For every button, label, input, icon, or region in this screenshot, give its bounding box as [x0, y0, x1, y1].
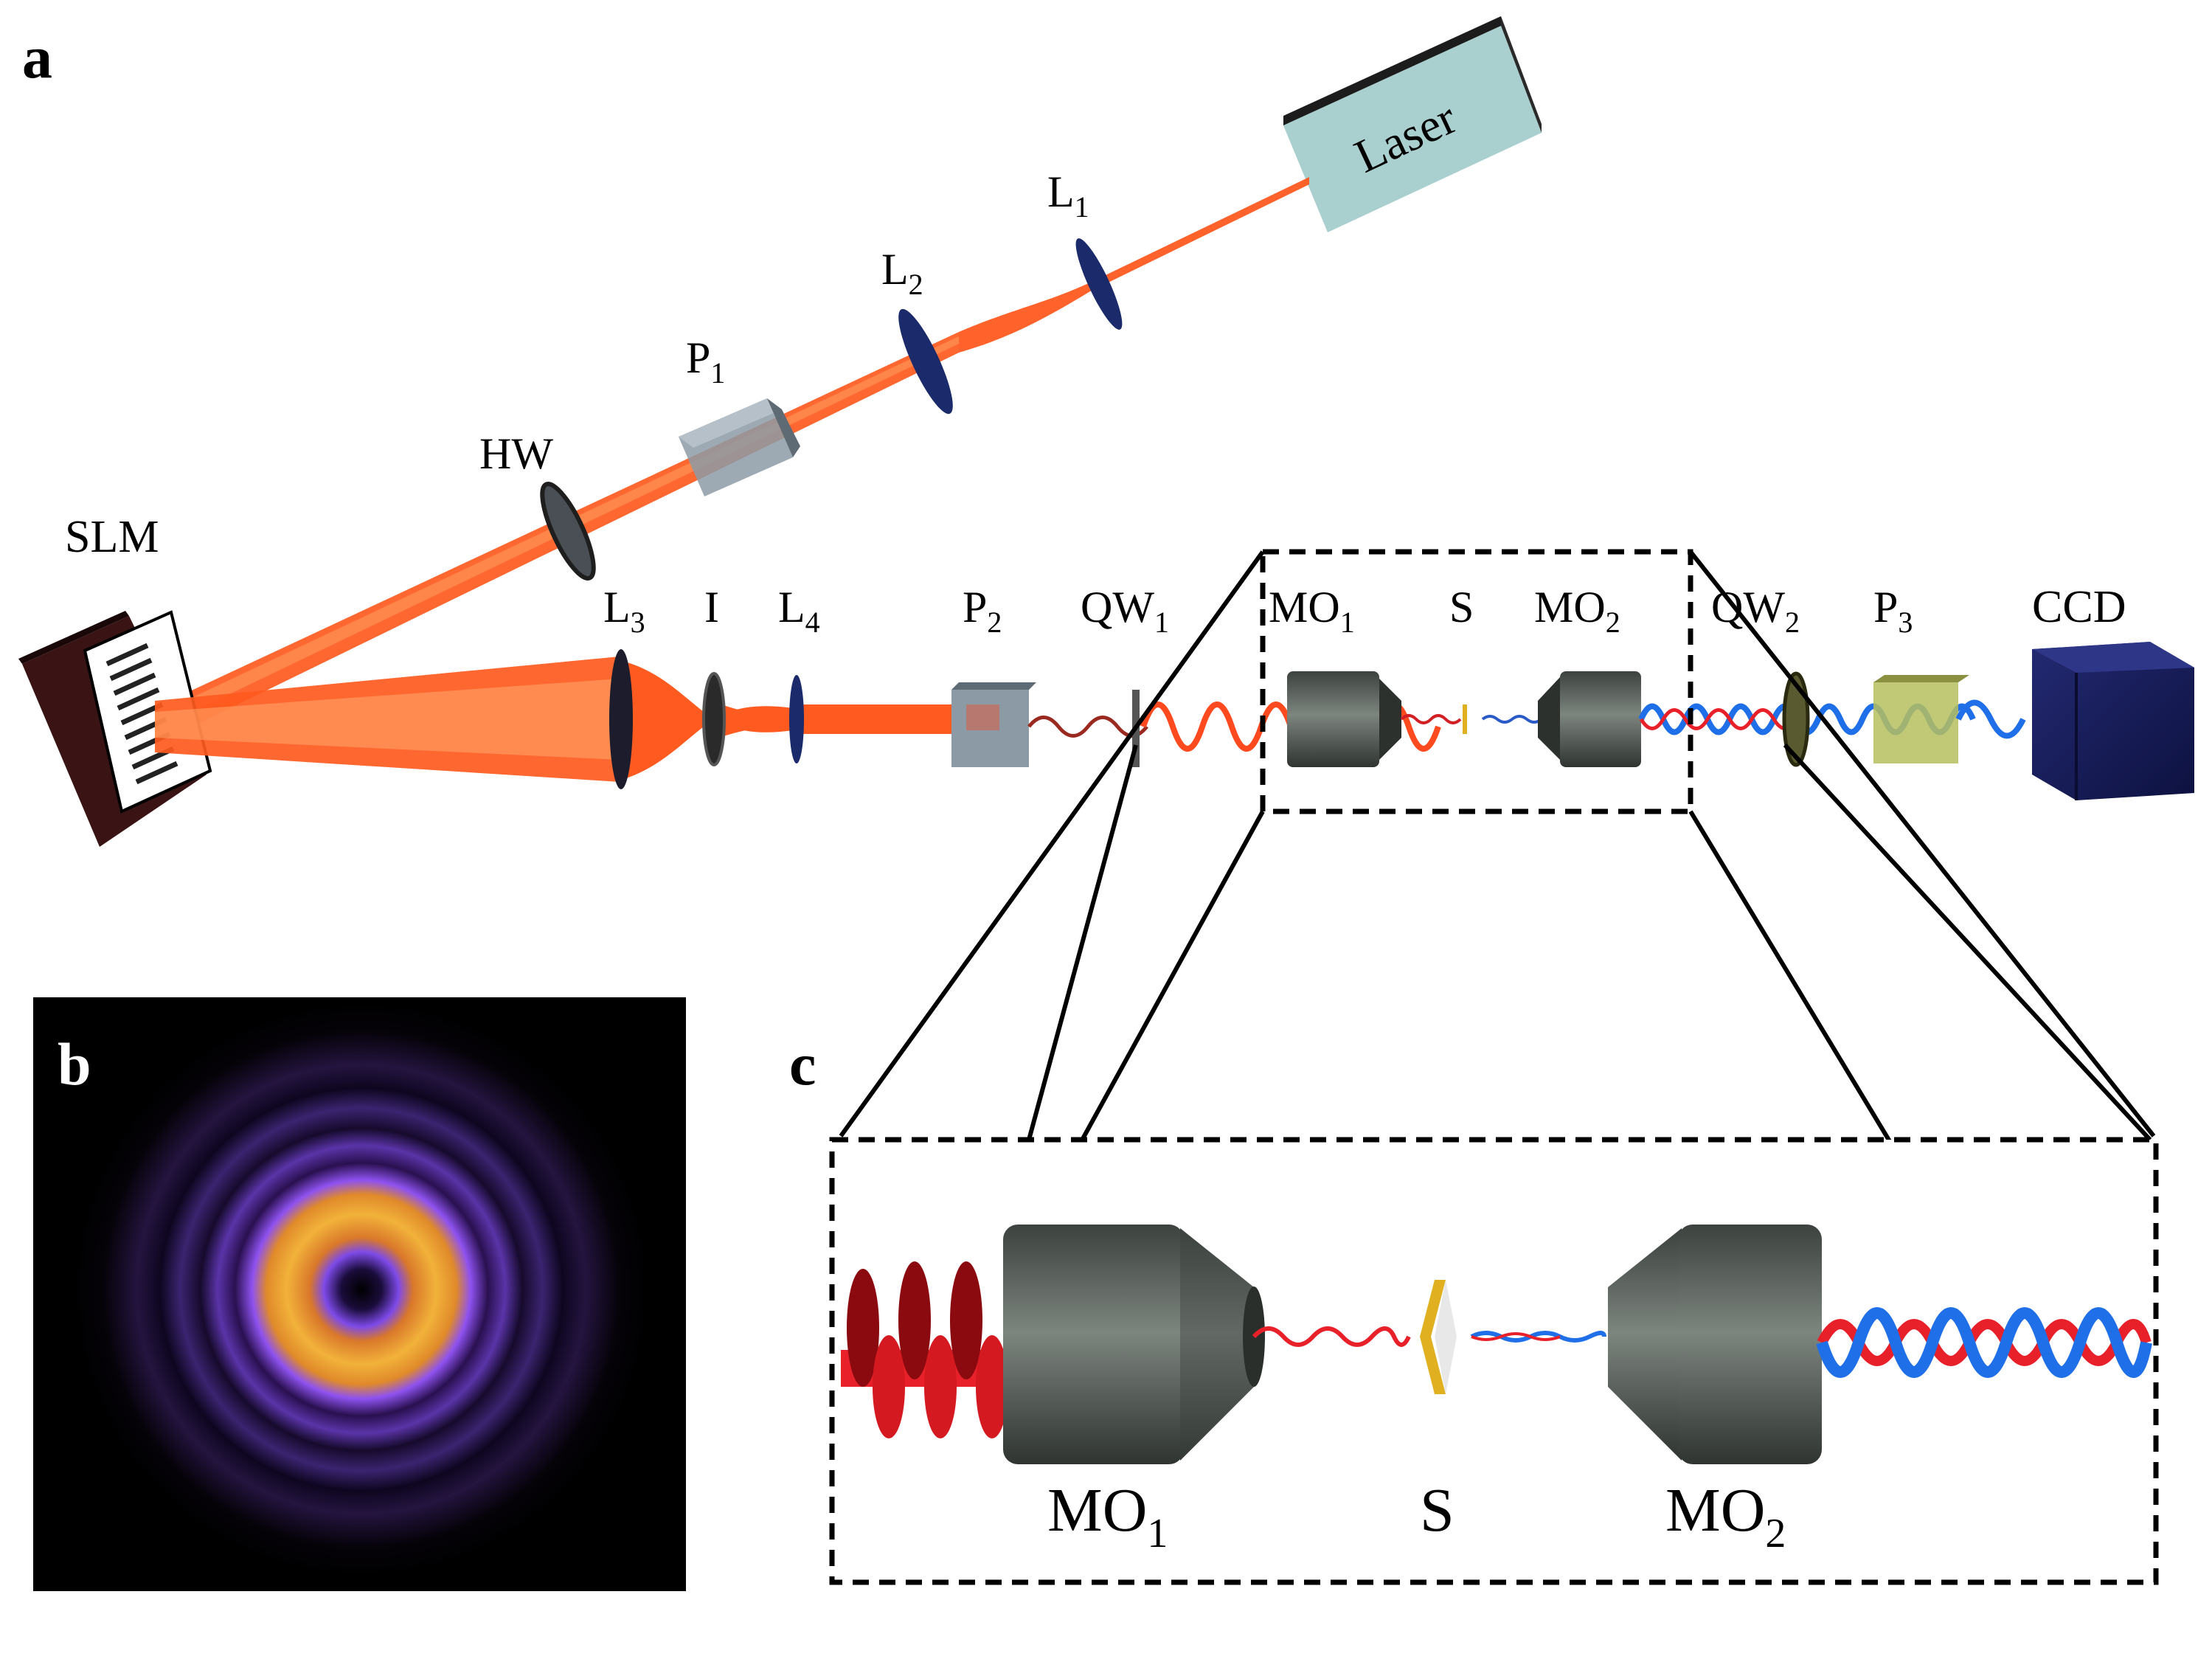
lens-l4-label: L4 — [778, 583, 820, 639]
ccd-camera — [2032, 642, 2194, 800]
polarizer-p1 — [679, 398, 800, 496]
zoom-region-box — [1260, 549, 1693, 814]
lens-l3 — [609, 649, 633, 789]
polarizer-p2-label: P2 — [963, 583, 1002, 639]
objective-mo2-detail — [1608, 1225, 1822, 1464]
wave-sample-to-mo2 — [1481, 715, 1543, 724]
objective-mo2 — [1538, 671, 1641, 767]
focused-wave-to-sample — [1252, 1326, 1411, 1347]
objective-mo1-detail-label: MO1 — [1047, 1476, 1168, 1556]
objective-mo1 — [1287, 671, 1401, 767]
sample-detail-label: S — [1420, 1476, 1455, 1545]
lens-l2-label: L2 — [881, 245, 923, 301]
sample — [1463, 704, 1467, 734]
output-red-wave — [1817, 1319, 2152, 1366]
panel-label-b: b — [58, 1031, 91, 1098]
wave-sample-to-mo2-detail — [1470, 1331, 1606, 1343]
half-wave-plate-label: HW — [479, 429, 553, 478]
wave-sample-to-mo2-detail-red — [1471, 1332, 1561, 1341]
polarizer-p3-label: P3 — [1873, 583, 1913, 639]
lens-l1-label: L1 — [1047, 167, 1089, 224]
quarter-wave-plate-1-label: QW1 — [1081, 583, 1169, 639]
wave-mo1-to-sample — [1400, 714, 1462, 724]
lens-l1 — [1075, 238, 1123, 330]
objective-mo1-label: MO1 — [1269, 583, 1355, 639]
laser-box: Laser — [1283, 16, 1542, 232]
lens-l2 — [898, 308, 953, 415]
output-blue-wave — [1816, 1307, 2152, 1378]
wave-after-p2 — [1027, 716, 1148, 738]
red-wave-after-mo2 — [1639, 708, 1798, 730]
lens-l4 — [789, 675, 804, 763]
slm-device — [18, 610, 212, 847]
sample-detail — [1420, 1280, 1457, 1394]
wave-p3-to-ccd — [1955, 699, 2026, 739]
polarizer-p2 — [951, 682, 1036, 767]
lens-l3-label: L3 — [603, 583, 645, 639]
iris-label: I — [704, 583, 719, 631]
panel-label-c: c — [789, 1031, 816, 1098]
iris — [702, 672, 726, 766]
lower-beam — [155, 657, 966, 782]
panel-label-a: a — [22, 24, 52, 91]
objective-mo1-detail — [1003, 1225, 1265, 1464]
objective-mo2-label: MO2 — [1534, 583, 1620, 639]
polarizer-p3 — [1873, 675, 1969, 763]
half-wave-plate — [540, 481, 596, 581]
donut-beam-profile — [74, 1002, 649, 1577]
quarter-wave-plate-2 — [1782, 671, 1810, 767]
red-helix-input — [841, 1261, 1008, 1438]
sample-label: S — [1449, 583, 1474, 631]
objective-mo2-detail-label: MO2 — [1665, 1476, 1786, 1556]
slm-label: SLM — [65, 512, 159, 562]
ccd-label: CCD — [2032, 582, 2126, 632]
polarizer-p1-label: P1 — [686, 333, 725, 389]
